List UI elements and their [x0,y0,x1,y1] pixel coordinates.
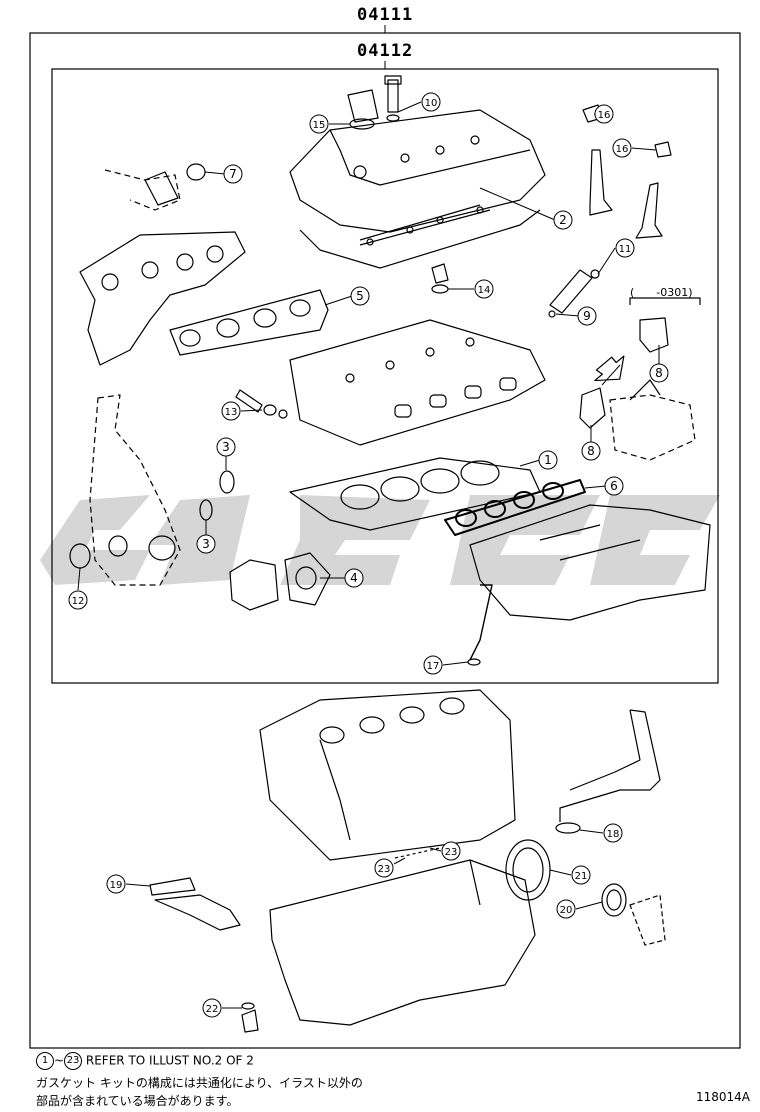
callout-number: 22 [206,1004,219,1015]
callout-c1: 1 [538,450,558,470]
callout-c15: 15 [309,114,329,134]
callout-c11: 11 [615,238,635,258]
japanese-note-line2: 部品が含まれている場合があります。 [36,1094,239,1108]
callout-c17: 17 [423,655,443,675]
callout-number: 15 [313,120,326,131]
callout-c8a: 8 [649,363,669,383]
exhaust-gasket-drawing [169,289,329,356]
callout-number: 12 [72,596,85,607]
refer-note: 1~23 REFER TO ILLUST NO.2 OF 2 [36,1052,254,1070]
cylinder-block-drawing [259,689,516,861]
callout-c19: 19 [106,874,126,894]
callout-number: 21 [575,871,588,882]
callout-c3a: 3 [216,437,236,457]
callout-c9: 9 [577,306,597,326]
callout-number: 13 [225,407,238,418]
callout-number: 4 [350,571,358,585]
callout-number: 16 [616,144,629,155]
front-oil-seal-drawing [601,883,627,917]
refer-text: REFER TO ILLUST NO.2 OF 2 [85,1053,254,1068]
range-from-callout: 1 [36,1052,54,1070]
cylinder-head-drawing [289,319,546,446]
callout-c6: 6 [604,476,624,496]
callout-number: 3 [202,537,210,551]
callouts: 1233456788910111213141516161718192021222… [68,92,669,1018]
callout-number: 8 [587,444,595,458]
callout-number: 7 [229,167,237,181]
illustration-ref-code: 118014A [695,1090,750,1104]
callout-c10: 10 [421,92,441,112]
callout-c13: 13 [221,401,241,421]
oil-cap-drawing [347,75,402,130]
callout-c18: 18 [603,823,623,843]
callout-number: 5 [356,289,364,303]
callout-c22: 22 [202,998,222,1018]
japanese-note-line1: ガスケット キットの構成には共通化により、イラスト以外の [36,1076,363,1090]
callout-c5: 5 [350,286,370,306]
callout-number: 2 [559,213,567,227]
callout-number: 16 [598,110,611,121]
callout-c23b: 23 [441,841,461,861]
callout-c16b: 16 [612,138,632,158]
outer-kit-number: 04111 [357,5,414,25]
injector-drawing [548,269,600,318]
valve-drawing [582,104,672,239]
timing-cover-drawing [89,394,181,586]
callout-c4: 4 [344,568,364,588]
callout-c23a: 23 [374,858,394,878]
inner-kit-frame [51,68,719,684]
callout-c12: 12 [68,590,88,610]
callout-number: 20 [560,905,573,916]
callout-number: 6 [610,479,618,493]
inner-kit-number: 04112 [357,41,414,61]
callout-number: 19 [110,880,123,891]
callout-number: 8 [655,366,663,380]
thermostat-drawing [579,317,696,461]
callout-number: 9 [583,309,591,323]
intake-manifold-drawing [469,504,711,621]
leader-lines [77,101,660,1009]
callout-c14: 14 [474,279,494,299]
callout-number: 14 [478,285,491,296]
callout-number: 23 [378,864,391,875]
callout-c3b: 3 [196,534,216,554]
callout-number: 11 [619,244,632,255]
date-range-label: ( -0301) [630,286,693,299]
callout-c2: 2 [553,210,573,230]
callout-number: 18 [607,829,620,840]
callout-c8b: 8 [581,441,601,461]
valve-cover-drawing [289,109,546,269]
water-pipe-drawing [555,709,661,834]
watermark [40,495,720,585]
callout-number: 3 [222,440,230,454]
intake-gasket-drawing [444,479,586,536]
callout-number: 1 [544,453,552,467]
water-pump-drawing [229,552,331,611]
callout-number: 23 [445,847,458,858]
exhaust-manifold-drawing [79,163,246,366]
callout-c7: 7 [223,164,243,184]
oil-pan-drawing [269,859,536,1026]
callout-c21: 21 [571,865,591,885]
callout-number: 17 [427,661,440,672]
range-to-callout: 23 [64,1052,83,1070]
callout-number: 10 [425,98,438,109]
callout-c16a: 16 [594,104,614,124]
callout-c20: 20 [556,899,576,919]
